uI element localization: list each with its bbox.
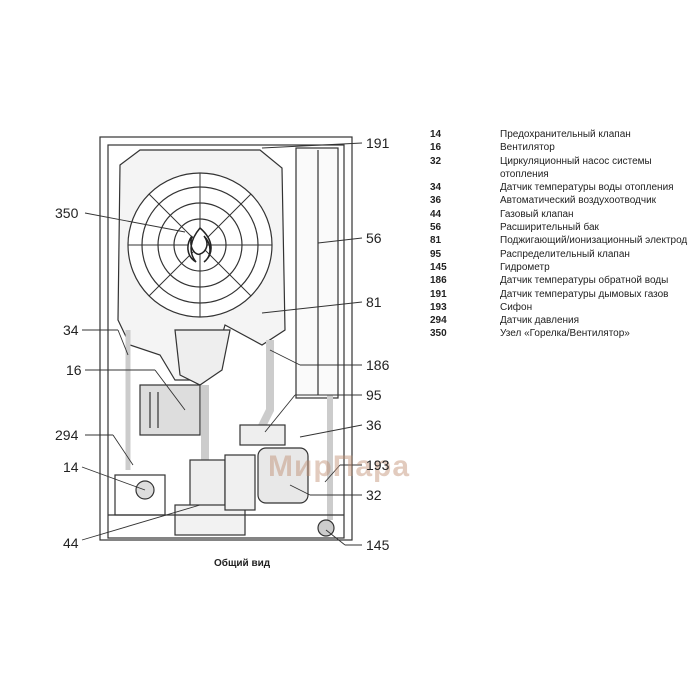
legend-item: 294 Датчик давления: [430, 314, 700, 327]
legend-number: 32: [430, 155, 442, 167]
legend-item: 191 Датчик температуры дымовых газов: [430, 288, 700, 301]
fan: [174, 329, 231, 386]
callout-32: 32: [366, 487, 382, 503]
gas-valve: [189, 459, 226, 511]
legend-number: 350: [430, 328, 447, 340]
legend-item: 34 Датчик температуры воды отопления: [430, 181, 700, 194]
watermark: МирПара: [268, 450, 411, 483]
callout-16: 16: [66, 362, 82, 378]
legend-text: Вентилятор: [500, 142, 555, 154]
legend-text: Автоматический воздухоотводчик: [500, 195, 657, 207]
legend-text: Датчик давления: [500, 315, 580, 327]
hydrometer: [317, 519, 335, 537]
callout-81: 81: [366, 294, 382, 310]
legend-item: 56 Расширительный бак: [430, 221, 700, 234]
legend-item: 36 Автоматический воздухоотводчик: [430, 194, 700, 207]
legend-item: 193 Сифон: [430, 301, 700, 314]
legend-number: 186: [430, 275, 447, 287]
legend-number: 36: [430, 195, 442, 207]
legend-text: Распределительный клапан: [500, 248, 630, 260]
callout-14: 14: [63, 459, 79, 475]
callout-350: 350: [55, 205, 79, 221]
casing-inner: [107, 144, 345, 539]
legend-text: Сифон: [500, 301, 533, 313]
callout-145: 145: [366, 537, 390, 553]
legend-number: 145: [430, 261, 447, 273]
legend-number: 95: [430, 248, 442, 260]
legend-number: 294: [430, 315, 447, 327]
legend-item: 350 Узел «Горелка/Вентилятор»: [430, 327, 700, 340]
callout-186: 186: [366, 357, 390, 373]
legend-item: 95 Распределительный клапан: [430, 248, 700, 261]
legend-number: 44: [430, 208, 442, 220]
flame-logo: [187, 226, 212, 263]
legend-text: Датчик температуры воды отопления: [500, 182, 674, 194]
legend-number: 193: [430, 301, 447, 313]
callout-95: 95: [366, 387, 382, 403]
callout-193: 193: [366, 457, 390, 473]
legend-item: 16 Вентилятор: [430, 141, 700, 154]
casing-frame: [99, 136, 353, 541]
legend-item: 186 Датчик температуры обратной воды: [430, 274, 700, 287]
legend-text: Датчик температуры дымовых газов: [500, 288, 669, 300]
legend-text: Узел «Горелка/Вентилятор»: [500, 328, 630, 340]
legend-number: 191: [430, 288, 447, 300]
legend-text: Гидрометр: [500, 261, 550, 273]
callout-34: 34: [63, 322, 79, 338]
legend-text: Предохранительный клапан: [500, 129, 631, 140]
callout-44: 44: [63, 535, 79, 551]
legend-number: 16: [430, 142, 442, 154]
caption: Общий вид: [214, 558, 271, 569]
leader-lines: [81, 142, 363, 546]
legend-item: 81 Поджигающий/ионизационный электрод: [430, 234, 700, 247]
callout-56: 56: [366, 230, 382, 246]
legend-item: 14 Предохранительный клапан: [430, 128, 700, 141]
legend-text: Поджигающий/ионизационный электрод: [500, 235, 688, 247]
legend-text: Газовый клапан: [500, 208, 574, 220]
expansion-tank: [295, 147, 339, 399]
callout-36: 36: [366, 417, 382, 433]
legend-text: Расширительный бак: [500, 222, 599, 234]
legend-number: 56: [430, 222, 442, 234]
legend-text: Датчик температуры обратной воды: [500, 275, 669, 287]
legend-number: 81: [430, 235, 442, 247]
legend-number: 14: [430, 129, 442, 140]
legend-item: 145 Гидрометр: [430, 261, 700, 274]
callout-294: 294: [55, 427, 79, 443]
legend-text: Циркуляционный насос системы отопления: [500, 155, 652, 180]
legend-number: 34: [430, 182, 442, 194]
legend-item: 32 Циркуляционный насос системы отопления: [430, 155, 700, 182]
legend-item: 44 Газовый клапан: [430, 208, 700, 221]
callout-191: 191: [366, 135, 390, 151]
circulation-pump: [257, 447, 309, 504]
